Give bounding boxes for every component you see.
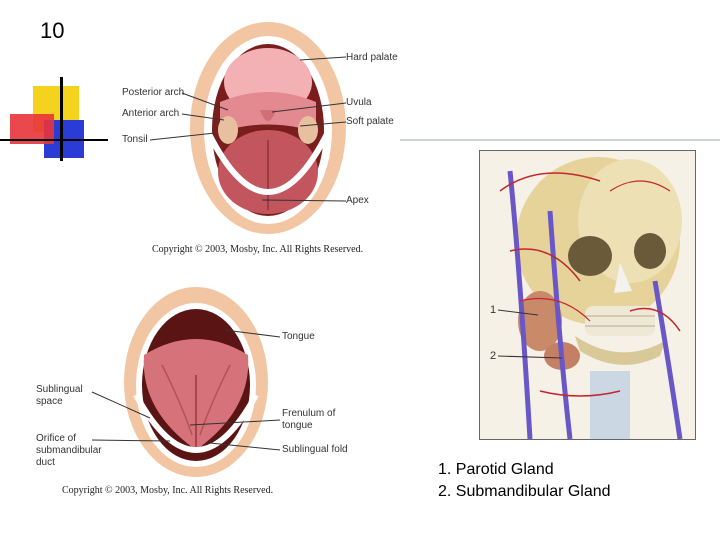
marker-1: 1: [490, 304, 496, 316]
marker-2: 2: [490, 350, 496, 362]
caption-submandibular-gland: 2. Submandibular Gland: [438, 483, 611, 501]
caption-parotid-gland: 1. Parotid Gland: [438, 461, 554, 479]
